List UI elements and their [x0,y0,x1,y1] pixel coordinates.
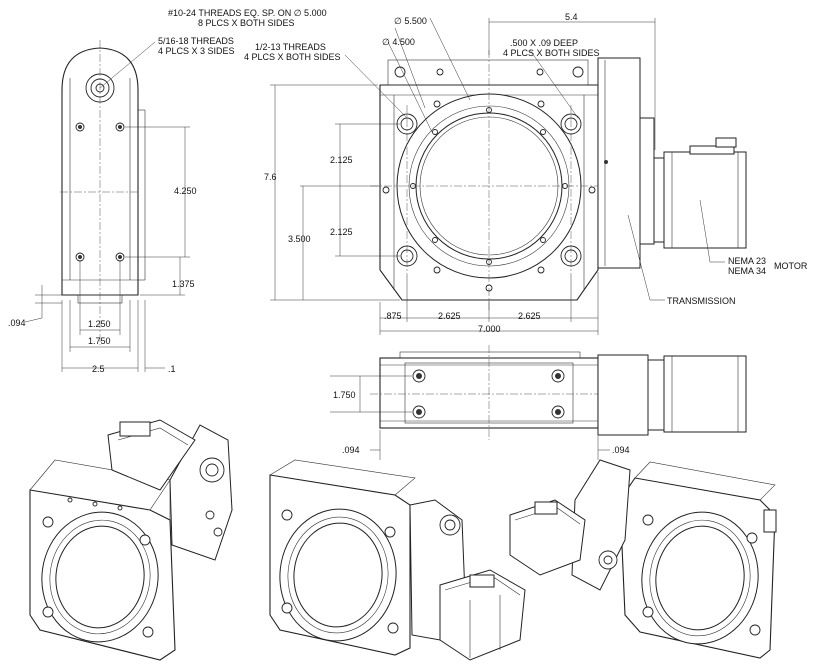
label-dia-outer: ∅ 5.500 [394,16,427,26]
dim-76: 7.6 [264,172,277,182]
dim-25: 2.5 [92,364,105,374]
label-motor: MOTOR [774,261,808,271]
iso-view-2 [269,459,526,661]
dim-2625-b: 2.625 [518,311,541,321]
dim-1750-top: 1.750 [333,390,356,400]
dim-1: .1 [168,364,176,374]
dim-overall-motor: 5.4 [565,12,578,22]
dim-1250: 1.250 [88,319,111,329]
front-drive-assembly [597,57,747,269]
dim-875: .875 [384,311,402,321]
dim-1375: 1.375 [172,279,195,289]
label-bolt-circle-thread: #10-24 THREADS EQ. SP. ON ∅ 5.000 [168,8,327,18]
iso-view-3 [509,459,777,659]
label-nema23: NEMA 23 [728,256,766,266]
iso-view-1 [29,419,233,661]
label-big-thread: 1/2-13 THREADS [255,42,326,52]
dim-2625-a: 2.625 [438,311,461,321]
label-big-thread-qty: 4 PLCS X BOTH SIDES [244,52,341,62]
dim-2125-top: 2.125 [330,155,353,165]
front-dimensions [270,17,725,335]
dim-7000: 7.000 [478,324,501,334]
side-view [24,40,190,372]
dim-4250: 4.250 [174,186,197,196]
label-side-thread: 5/16-18 THREADS [158,36,234,46]
label-bolt-circle-qty: 8 PLCS X BOTH SIDES [198,18,295,28]
front-view [370,50,605,310]
dim-3500: 3.500 [288,234,311,244]
label-transmission: TRANSMISSION [667,296,736,306]
dim-094-bl: .094 [342,445,360,455]
label-nema34: NEMA 34 [728,266,766,276]
label-counterbore: .500 X .09 DEEP [510,38,578,48]
top-view [330,345,747,460]
dim-094-left: .094 [8,318,26,328]
label-dia-inner: ∅ 4.500 [382,37,415,47]
dim-094-br: .094 [612,445,630,455]
dim-1750-bottom: 1.750 [88,336,111,346]
label-side-thread-qty: 4 PLCS X 3 SIDES [158,46,235,56]
dim-2125-bot: 2.125 [330,227,353,237]
label-counterbore-qty: 4 PLCS X BOTH SIDES [503,48,600,58]
